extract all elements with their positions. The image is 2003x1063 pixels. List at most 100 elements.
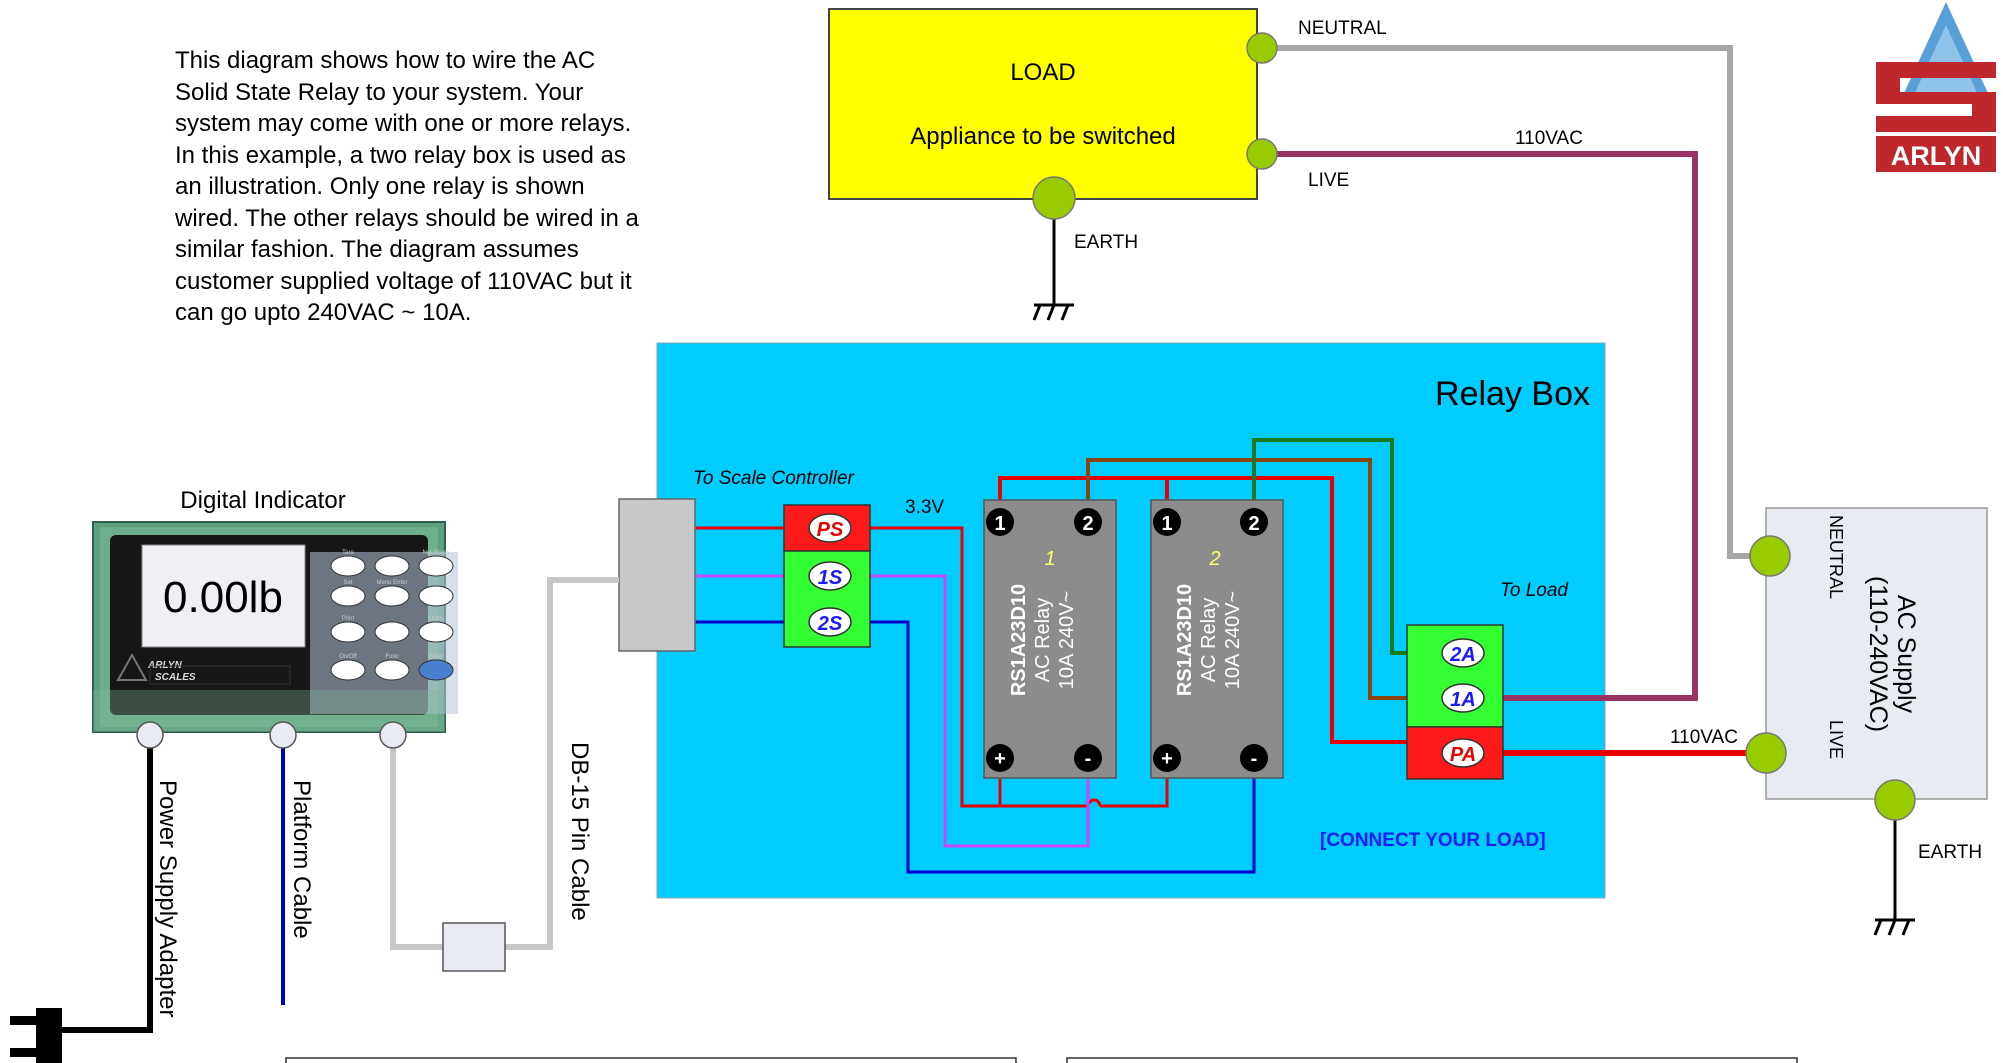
keypad-key (374, 659, 410, 681)
svg-text:PA: PA (1450, 744, 1476, 766)
terminal-1s: 1S (808, 561, 852, 591)
power-cable-label: Power Supply Adapter (154, 780, 181, 1017)
keypad-key-label: Net Gross (422, 550, 449, 556)
relay-1-type: AC Relay (1032, 598, 1054, 682)
keypad-key (330, 585, 366, 607)
relay-1-number: 1 (1044, 548, 1055, 570)
label-to-load: To Load (1500, 580, 1569, 601)
label-3v3: 3.3V (905, 497, 944, 518)
arlyn-logo: ARLYN (1876, 2, 1996, 172)
supply-earth-terminal (1874, 779, 1916, 821)
ac-supply-live: LIVE (1826, 720, 1846, 759)
terminal-1a: 1A (1441, 683, 1485, 713)
keypad-key-label: On/Off (339, 654, 357, 660)
live-wire (1260, 151, 1698, 701)
terminal-ps: PS (808, 513, 852, 543)
load-earth-terminal (1032, 176, 1076, 220)
keypad-key (418, 555, 454, 577)
terminal-2s: 2S (808, 607, 852, 637)
supply-live-terminal (1745, 732, 1787, 774)
load-live-terminal (1246, 138, 1278, 170)
bottom-box-left (285, 1057, 1017, 1063)
1s-right-wire (870, 574, 1090, 848)
bottom-box-right (1066, 1057, 1798, 1063)
keypad-key (418, 659, 454, 681)
svg-text:1S: 1S (818, 567, 843, 589)
relay-1-model: RS1A23D10 (1008, 584, 1030, 696)
relay-2-type: AC Relay (1198, 598, 1220, 682)
internal-green-wire (1252, 438, 1407, 655)
ac-supply-range: (110-240VAC) (1864, 576, 1892, 732)
keypad-key-label: Func (385, 654, 398, 660)
load-neutral-terminal (1246, 32, 1278, 64)
label-live: LIVE (1308, 170, 1349, 191)
2s-right-wire (870, 620, 1256, 874)
db15-cable-label: DB-15 Pin Cable (566, 742, 593, 921)
label-neutral: NEUTRAL (1298, 18, 1387, 39)
ac-supply-neutral: NEUTRAL (1826, 515, 1846, 599)
keypad-key (418, 585, 454, 607)
keypad-key-label: Set (343, 580, 352, 586)
keypad-key (330, 659, 366, 681)
load-subtitle: Appliance to be switched (910, 123, 1176, 150)
keypad-key (330, 621, 366, 643)
keypad-key-label: Units (429, 616, 443, 622)
db15-cable (505, 577, 619, 950)
relay-1: 1 2 + - 1 RS1A23D10 AC Relay 10A 240V~ (983, 499, 1117, 779)
keypad-key (374, 555, 410, 577)
neutral-wire (1260, 45, 1766, 559)
terminal-pa: PA (1441, 738, 1485, 768)
svg-text:2S: 2S (817, 613, 843, 635)
svg-text:+: + (1161, 748, 1173, 770)
svg-text:PS: PS (817, 519, 844, 541)
relay-2-model: RS1A23D10 (1174, 584, 1196, 696)
logo-text: ARLYN (1891, 141, 1982, 171)
keypad-key (330, 555, 366, 577)
relay-box-title: Relay Box (1435, 375, 1590, 413)
svg-text:+: + (994, 748, 1006, 770)
svg-text:1: 1 (1161, 513, 1172, 535)
supply-earth-icon (1873, 918, 1915, 936)
load-box (828, 8, 1258, 200)
power-cable (60, 735, 153, 1033)
svg-text:1A: 1A (1450, 689, 1476, 711)
indicator-logo-icon (116, 652, 148, 681)
svg-text:2A: 2A (1449, 644, 1476, 666)
keypad-key-label: Tare (342, 550, 354, 556)
platform-port (269, 721, 297, 749)
keypad-key-label: Menu Enter (376, 580, 407, 586)
load-title: LOAD (1010, 59, 1075, 86)
svg-text:-: - (1251, 748, 1258, 770)
internal-red-wire (998, 476, 1407, 744)
relay-2-number: 2 (1208, 548, 1220, 570)
indicator-display: 0.00lb (163, 573, 283, 622)
ps-right-wire (870, 526, 1088, 808)
indicator-title: Digital Indicator (180, 487, 345, 514)
keypad-key (374, 621, 410, 643)
label-110vac-top: 110VAC (1515, 128, 1583, 149)
power-port (136, 721, 164, 749)
load-terminal-block: 2A 1A PA (1406, 624, 1504, 780)
terminal-2a: 2A (1441, 638, 1485, 668)
power-plug-icon (10, 1008, 62, 1063)
keypad-key (374, 585, 410, 607)
keypad-key-label: Enter (429, 654, 443, 660)
indicator-brand-2: SCALES (155, 672, 196, 683)
keypad-key-label: Print (342, 616, 355, 622)
keypad-key (418, 621, 454, 643)
relay-2-rating: 10A 240V~ (1222, 591, 1244, 689)
platform-cable-label: Platform Cable (288, 780, 315, 939)
ac-supply-title: AC Supply (1892, 595, 1920, 714)
label-connect-your-load: [CONNECT YOUR LOAD] (1320, 830, 1546, 851)
svg-text:2: 2 (1248, 513, 1259, 535)
db15-connector (618, 498, 696, 652)
svg-text:2: 2 (1082, 513, 1093, 535)
internal-brown-wire (1086, 458, 1407, 700)
relay-2: 1 2 + - 2 RS1A23D10 AC Relay 10A 240V~ (1150, 499, 1284, 779)
ac-supply-box (1765, 507, 1988, 800)
svg-text:-: - (1085, 748, 1092, 770)
svg-text:1: 1 (994, 513, 1005, 535)
